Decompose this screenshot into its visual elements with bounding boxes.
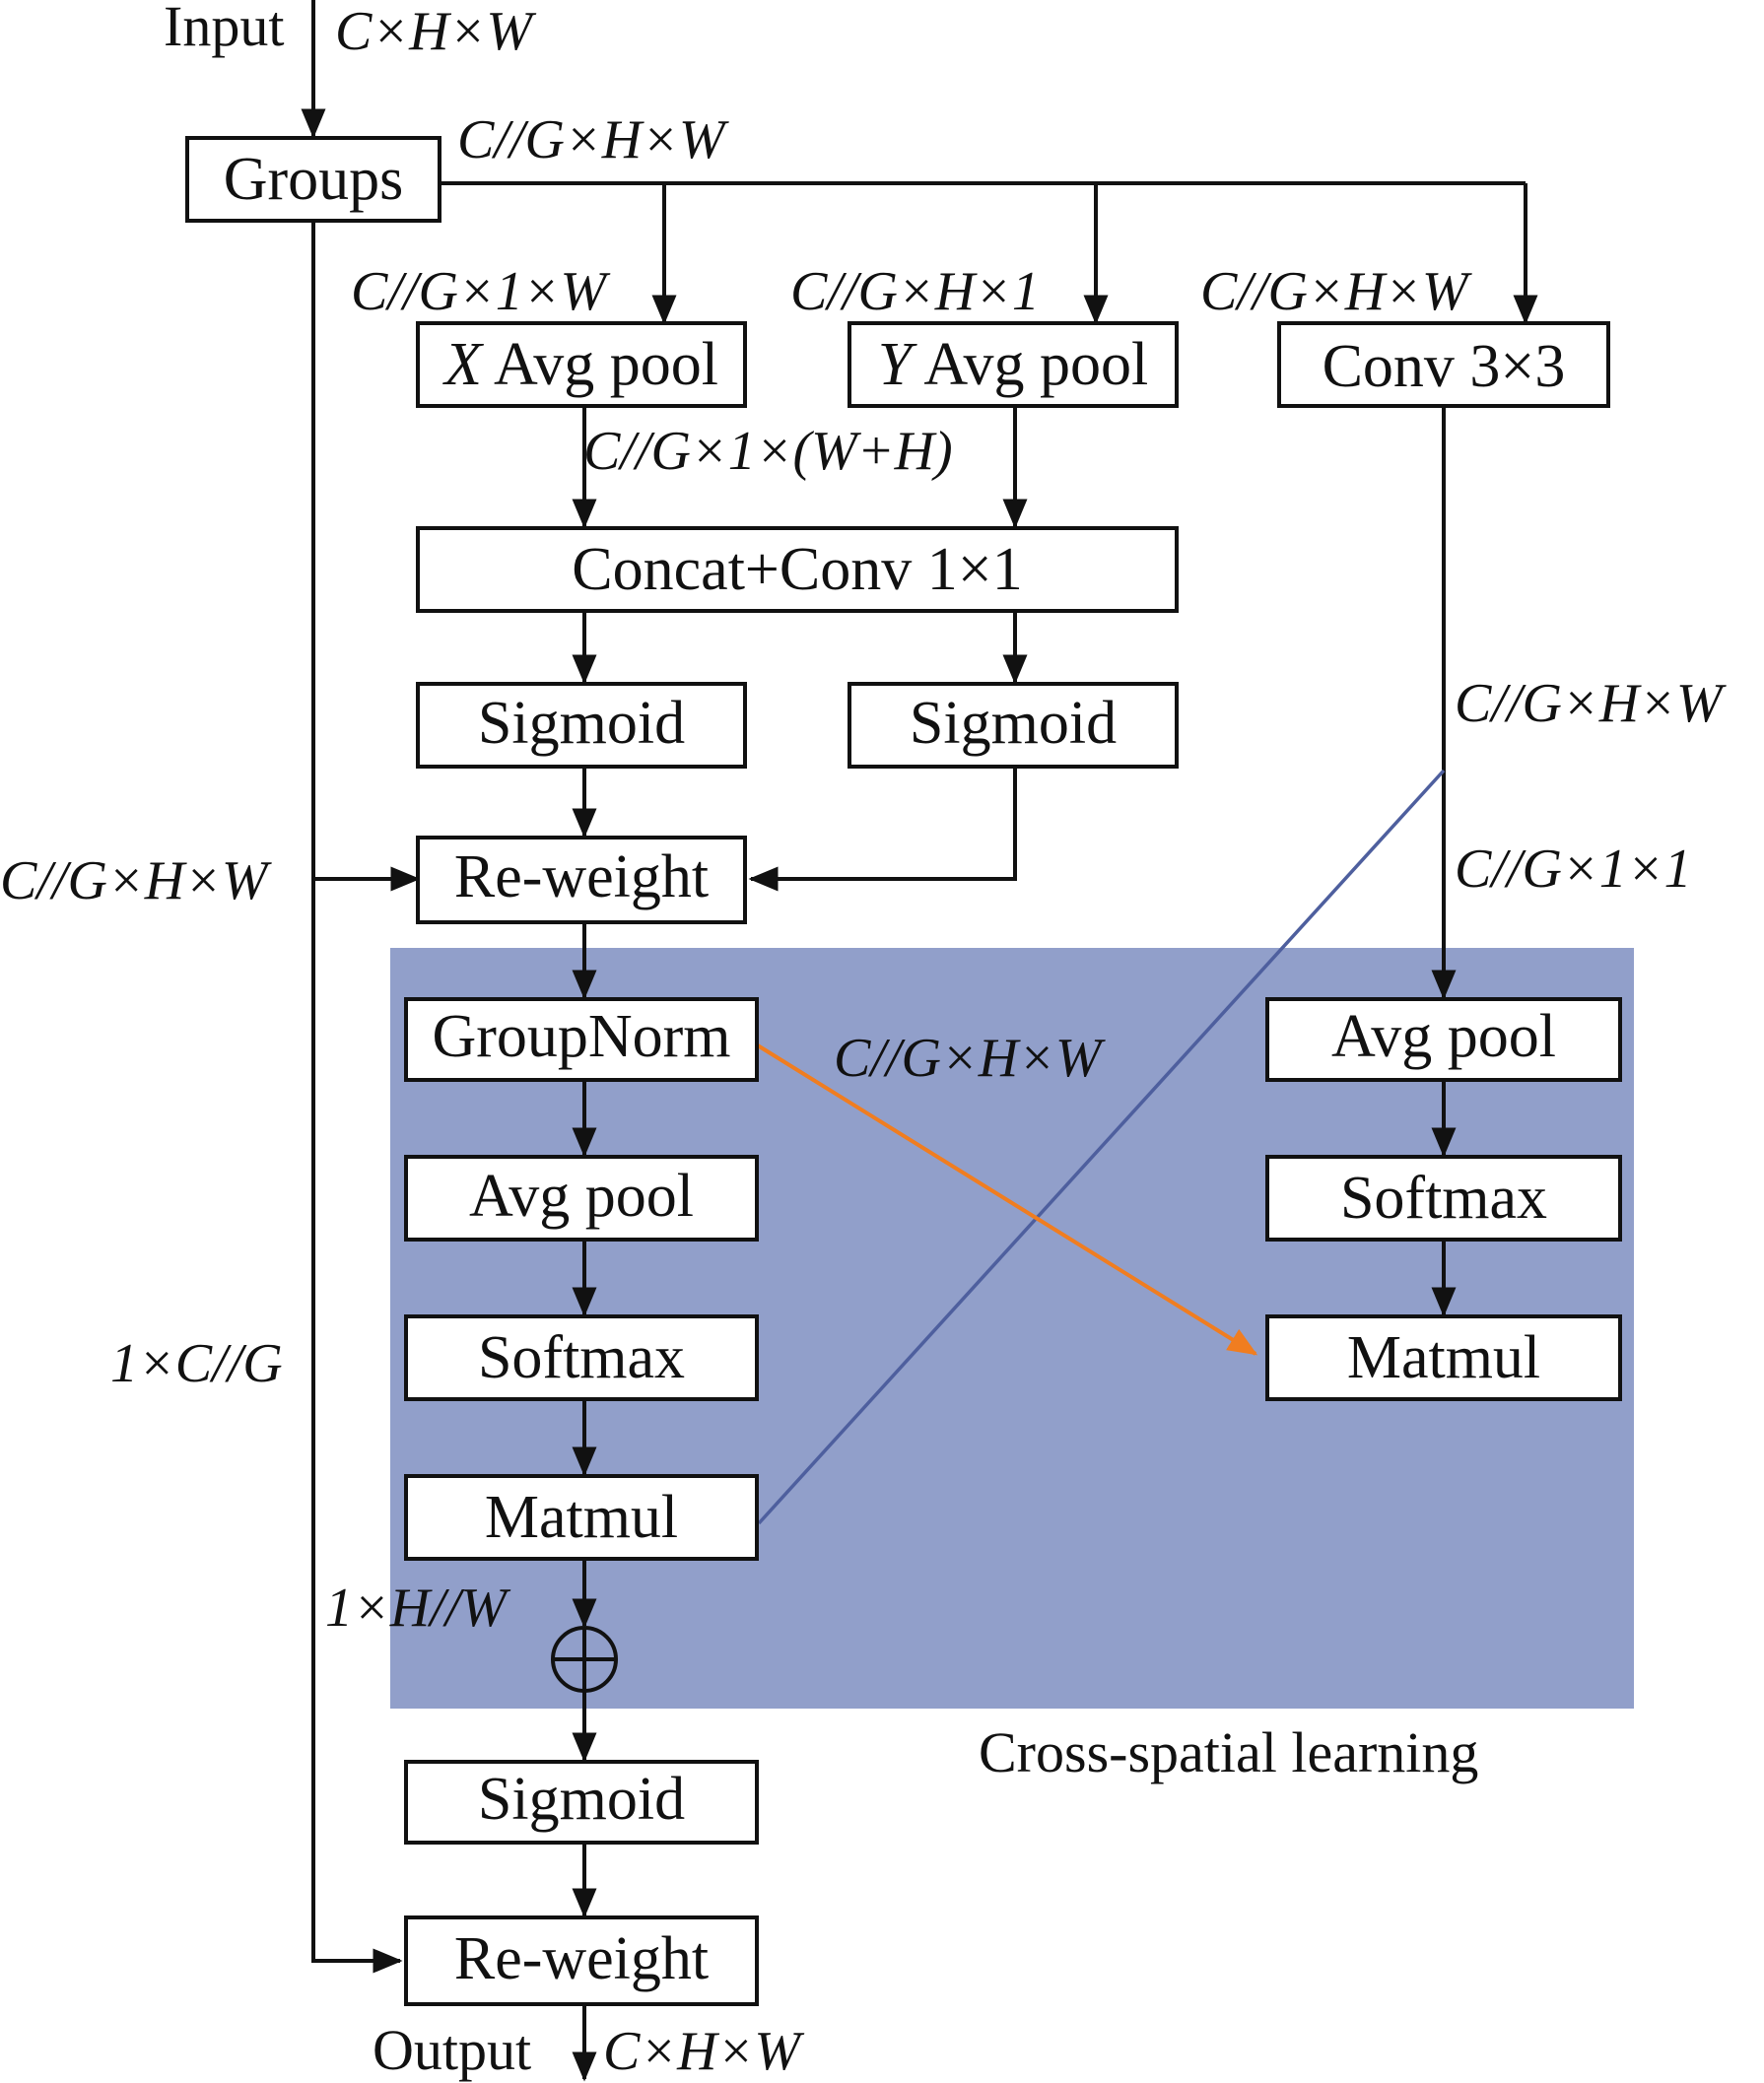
svg-text:Softmax: Softmax [478, 1324, 685, 1391]
y-avgpool-text: Avg pool [912, 331, 1148, 398]
channel-dims-label: 1×C//G [110, 1333, 283, 1394]
y-avgpool-block: Y Avg pool [848, 321, 1179, 408]
matmul-right-block: Matmul [1265, 1314, 1622, 1401]
sigmoid-bottom-block: Sigmoid [404, 1760, 759, 1845]
concat-in-label: C//G×1×(W+H) [583, 421, 953, 482]
x-pool-in-label: C//G×1×W [351, 261, 610, 322]
edge-groups-trunk [311, 223, 403, 1974]
input-label: Input [164, 0, 284, 58]
svg-text:Sigmoid: Sigmoid [478, 690, 685, 757]
x-avgpool-text: Avg pool [482, 331, 718, 398]
reweight-bottom-block: Re-weight [404, 1915, 759, 2006]
svg-text:Matmul: Matmul [1347, 1324, 1540, 1391]
svg-text:Sigmoid: Sigmoid [478, 1766, 685, 1833]
sigmoid-left-block: Sigmoid [416, 682, 747, 769]
groups-block: Groups [185, 136, 441, 223]
conv3-out-label: C//G×H×W [1455, 673, 1727, 734]
concat-conv1x1-block: Concat+Conv 1×1 [416, 526, 1179, 613]
svg-text:Avg pool: Avg pool [469, 1163, 694, 1230]
svg-text:Y Avg pool: Y Avg pool [878, 331, 1148, 398]
avgpool-left-block: Avg pool [404, 1155, 759, 1242]
y-axis-symbol: Y [878, 331, 917, 398]
conv3x3-block: Conv 3×3 [1277, 321, 1610, 408]
svg-text:Sigmoid: Sigmoid [910, 690, 1117, 757]
softmax-left-block: Softmax [404, 1314, 759, 1401]
avgpool-right-block: Avg pool [1265, 997, 1622, 1082]
input-dims-label: C×H×W [335, 1, 536, 62]
cross-spatial-caption: Cross-spatial learning [979, 1720, 1478, 1784]
edge-matmul-cross-line [757, 769, 1446, 1525]
matmul-left-block: Matmul [404, 1474, 759, 1561]
left-branch-label: C//G×H×W [0, 850, 272, 911]
svg-text:Groups: Groups [224, 146, 404, 213]
groupnorm-cross-label: C//G×H×W [834, 1028, 1106, 1089]
softmax-right-block: Softmax [1265, 1155, 1622, 1242]
svg-text:Avg pool: Avg pool [1331, 1003, 1556, 1070]
y-pool-in-label: C//G×H×1 [790, 261, 1040, 322]
matmul-out-label: 1×H//W [325, 1578, 510, 1639]
edge-sigmoid-right-reweight [748, 767, 1017, 892]
svg-text:Matmul: Matmul [485, 1484, 678, 1551]
conv3-in-label: C//G×H×W [1200, 261, 1472, 322]
output-label: Output [373, 2018, 531, 2082]
x-avgpool-block: X Avg pool [416, 321, 747, 408]
groupnorm-block: GroupNorm [404, 997, 759, 1082]
output-dims-label: C×H×W [603, 2021, 804, 2082]
svg-text:Softmax: Softmax [1340, 1165, 1547, 1232]
svg-text:X Avg pool: X Avg pool [441, 331, 718, 398]
svg-text:Conv 3×3: Conv 3×3 [1323, 333, 1566, 400]
svg-text:Re-weight: Re-weight [454, 1925, 709, 1992]
reweight-top-block: Re-weight [416, 836, 747, 924]
edge-groupnorm-matmul-orange [751, 1041, 1258, 1356]
svg-text:Concat+Conv 1×1: Concat+Conv 1×1 [572, 536, 1022, 603]
sigmoid-right-block: Sigmoid [848, 682, 1179, 769]
add-node [551, 1626, 618, 1693]
right-pool-in-label: C//G×1×1 [1455, 839, 1692, 900]
groups-out-label: C//G×H×W [457, 109, 729, 170]
svg-text:Re-weight: Re-weight [454, 843, 709, 910]
x-axis-symbol: X [441, 331, 484, 398]
svg-text:GroupNorm: GroupNorm [432, 1003, 730, 1070]
